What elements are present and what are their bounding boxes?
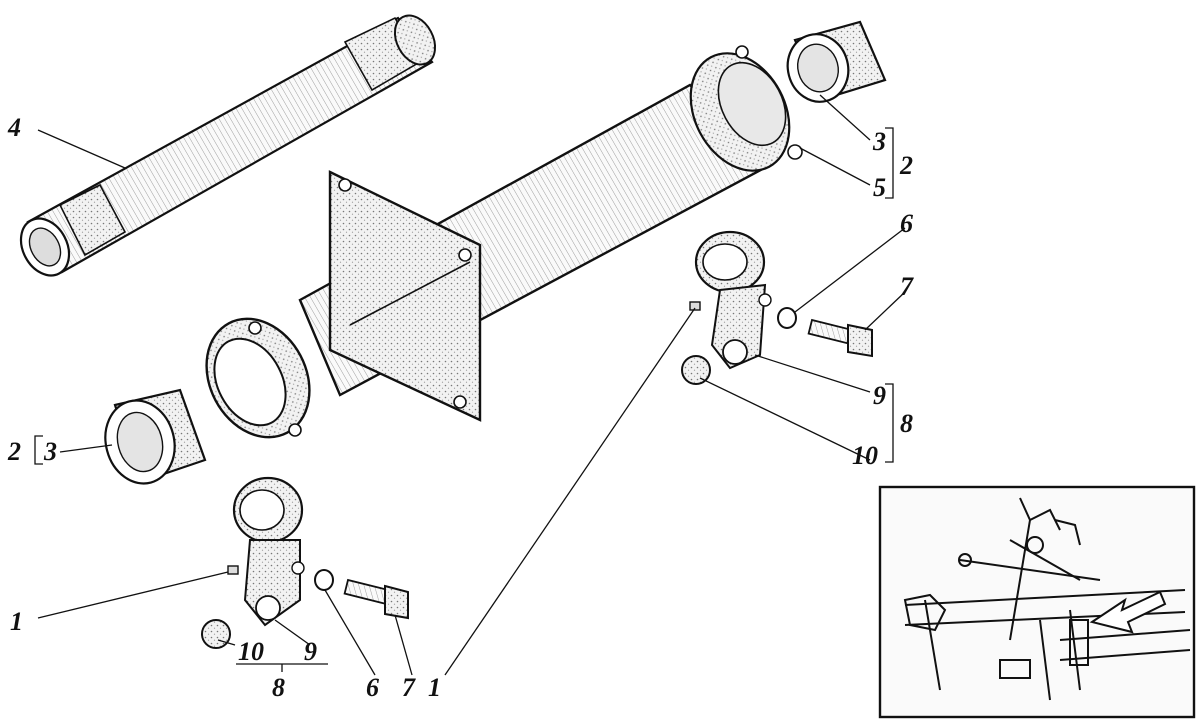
label-2-top: 2 — [899, 151, 913, 180]
bushing-part-10-right — [681, 355, 711, 385]
label-3-left: 3 — [43, 437, 57, 466]
label-7-bottom: 7 — [402, 673, 416, 702]
bushing-part-10-left — [201, 619, 231, 649]
label-10-right: 10 — [852, 441, 878, 470]
label-1-bottom: 1 — [428, 673, 441, 702]
washer-part-6-right — [777, 307, 797, 329]
bolt-part-7-right — [807, 318, 873, 358]
label-7-right: 7 — [900, 272, 914, 301]
washer-part-6-left — [314, 569, 334, 591]
leader-lines — [34, 94, 906, 676]
label-3-top: 3 — [872, 127, 886, 156]
bushing-part-3-lower — [104, 388, 207, 485]
label-8-bottom: 8 — [272, 673, 285, 702]
label-4: 4 — [7, 113, 21, 142]
label-6-right: 6 — [900, 209, 913, 238]
key-part-1-left — [227, 565, 239, 575]
bushing-part-3-upper — [786, 20, 887, 103]
bolt-part-7-left — [343, 578, 409, 620]
label-6-bottom: 6 — [366, 673, 379, 702]
label-9-bottom: 9 — [304, 637, 317, 666]
lever-part-9-left — [232, 476, 305, 627]
lever-part-9-right — [694, 230, 772, 370]
label-1-left: 1 — [10, 607, 23, 636]
label-8-right: 8 — [900, 409, 913, 438]
tractor-assembly-location-inset — [878, 485, 1196, 719]
axle-housing — [205, 45, 803, 439]
key-part-1-right — [689, 301, 701, 311]
label-2-left: 2 — [7, 437, 21, 466]
label-5: 5 — [873, 173, 886, 202]
label-10-bottom: 10 — [238, 637, 264, 666]
location-arrow-icon — [1089, 590, 1167, 634]
label-9-right: 9 — [873, 381, 886, 410]
shaft-part-4 — [19, 14, 437, 277]
